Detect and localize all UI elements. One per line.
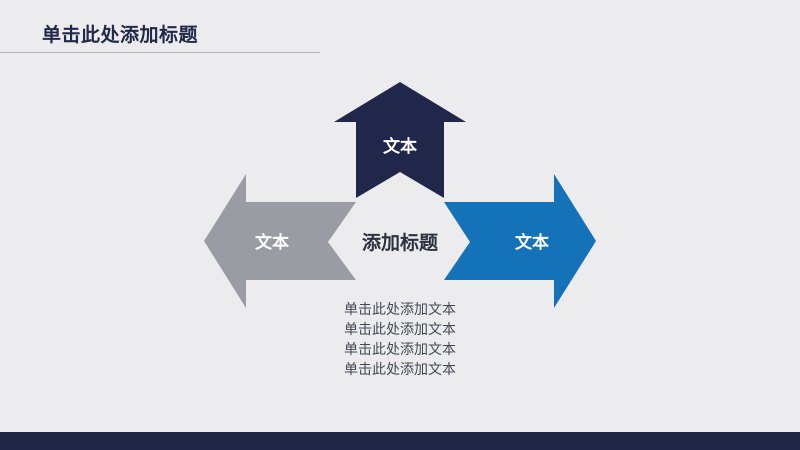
body-text-line: 单击此处添加文本 <box>344 322 456 338</box>
body-text-block: 单击此处添加文本 单击此处添加文本 单击此处添加文本 单击此处添加文本 <box>300 300 500 380</box>
body-text-line: 单击此处添加文本 <box>344 362 456 378</box>
arrow-left-shape <box>204 174 356 308</box>
body-text-line: 单击此处添加文本 <box>344 342 456 358</box>
footer-bar <box>0 432 800 450</box>
slide-title: 单击此处添加标题 <box>42 24 199 46</box>
arrow-right-label: 文本 <box>515 232 549 253</box>
arrow-right-shape <box>444 174 596 308</box>
body-text-line: 单击此处添加文本 <box>344 302 456 318</box>
arrow-up-label: 文本 <box>383 136 417 157</box>
center-label: 添加标题 <box>362 231 438 254</box>
arrow-left-label: 文本 <box>255 232 289 253</box>
title-underline <box>0 52 320 53</box>
arrow-up-shape <box>334 82 466 198</box>
